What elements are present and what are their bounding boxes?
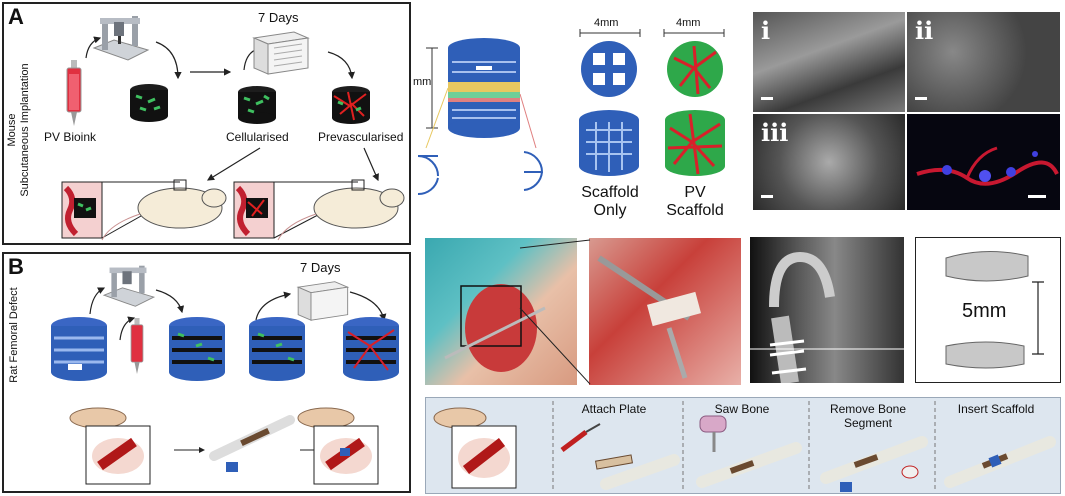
- step-remove-bone-line1: Remove Bone: [829, 402, 907, 416]
- sem-label-i: i: [761, 16, 771, 45]
- bioink-label: PV Bioink: [44, 130, 97, 144]
- surgery-photo-1: [425, 238, 577, 385]
- incubator-icon: [252, 31, 310, 75]
- microct-box: 5mm: [915, 237, 1061, 383]
- construct-cellularised: [238, 86, 276, 124]
- mouse-implant-1: [61, 179, 227, 241]
- bioprinter-icon: [92, 16, 150, 61]
- day-label-a: 7 Days: [258, 10, 299, 25]
- panel-b-letter: B: [8, 254, 24, 279]
- caption-pv-scaffold-line1: PV: [684, 184, 706, 201]
- sem-label-ii: ii: [915, 16, 934, 45]
- scale-bar-ii: [915, 97, 927, 100]
- microct-scale-label: 5mm: [962, 300, 1007, 322]
- caption-pv-scaffold-line2: Scaffold: [666, 202, 724, 219]
- step-remove-bone-line2: Segment: [843, 416, 893, 430]
- xray-detail: [750, 251, 904, 383]
- zoom-lines: [519, 239, 591, 385]
- scale-bar-i: [761, 97, 773, 100]
- fluorescence-panel: [907, 114, 1060, 210]
- fluorescence-cells: [916, 146, 1059, 186]
- day-label-b: 7 Days: [300, 260, 341, 275]
- scaffold-only-top: [581, 41, 637, 97]
- width-rulers: [579, 29, 725, 37]
- pv-scaffold-side: [665, 110, 725, 176]
- panel-b-side-label: Rat Femoral Defect: [8, 287, 20, 383]
- microct-detail: [945, 251, 1044, 369]
- step-insert-scaffold-illustration: [944, 436, 1056, 488]
- sem-label-iii: iii: [761, 118, 789, 147]
- blue-scaffold-prevascularised: [343, 317, 399, 381]
- blue-scaffold-cellularised: [249, 317, 305, 381]
- step-remove-bone: Remove Bone Segment: [808, 402, 928, 430]
- caption-scaffold-only-line1: Scaffold: [581, 184, 639, 201]
- blue-scaffold-printed: [169, 317, 225, 381]
- panel-a-side-label: Mouse Subcutaneous Implantation: [6, 60, 32, 200]
- step-attach-plate-illustration: [560, 423, 680, 490]
- step-saw-bone-illustration: [696, 415, 802, 488]
- bioink-syringe-icon: [66, 60, 82, 126]
- surgery-photo-2-detail: [597, 255, 701, 379]
- flow-arrows-b: [89, 287, 387, 341]
- scale-bar-fluorescence: [1028, 195, 1046, 198]
- side-label-line2: Subcutaneous Implantation: [19, 63, 31, 197]
- bioink-syringe-b: [130, 318, 144, 374]
- cellularised-label: Cellularised: [226, 130, 289, 144]
- xray-image: [750, 237, 904, 383]
- sem-panel-iii: iii: [753, 114, 905, 210]
- implant-arrows-a: [206, 147, 379, 182]
- construct-plain: [130, 84, 168, 122]
- step-dividers: [552, 401, 936, 491]
- incubator-icon-b: [296, 281, 350, 321]
- step-saw-bone: Saw Bone: [714, 402, 770, 416]
- step-rat-thumbnail: [433, 407, 517, 489]
- width-label-1: 4mm: [594, 17, 619, 29]
- sem-panel-ii: ii: [907, 12, 1060, 112]
- step-attach-plate: Attach Plate: [581, 402, 647, 416]
- caption-scaffold-only-line2: Only: [593, 202, 627, 219]
- height-label: mm: [413, 76, 432, 88]
- step-remove-bone-illustration: [820, 436, 928, 492]
- sem-panel-i: i: [753, 12, 905, 112]
- panel-a-letter: A: [8, 4, 24, 29]
- pv-scaffold-top: [667, 41, 723, 97]
- construct-prevascularised: [332, 86, 370, 124]
- bioprinter-icon-b: [102, 265, 156, 307]
- scaffold-stack-diagram: [417, 38, 544, 196]
- caption-pv-scaffold: PV Scaffold: [664, 184, 726, 220]
- caption-scaffold-only: Scaffold Only: [580, 184, 640, 220]
- scaffold-only-side: [579, 110, 639, 176]
- blue-scaffold-plain: [51, 317, 107, 381]
- step-insert-scaffold: Insert Scaffold: [957, 402, 1035, 416]
- mouse-implant-2: [233, 179, 405, 241]
- scale-bar-iii: [761, 195, 773, 198]
- side-label-line1: Mouse: [6, 113, 18, 147]
- rat-femur-workflow: [69, 407, 379, 485]
- prevascularised-label: Prevascularised: [318, 130, 404, 144]
- width-label-2: 4mm: [676, 17, 701, 29]
- surgery-photo-2: [589, 238, 741, 385]
